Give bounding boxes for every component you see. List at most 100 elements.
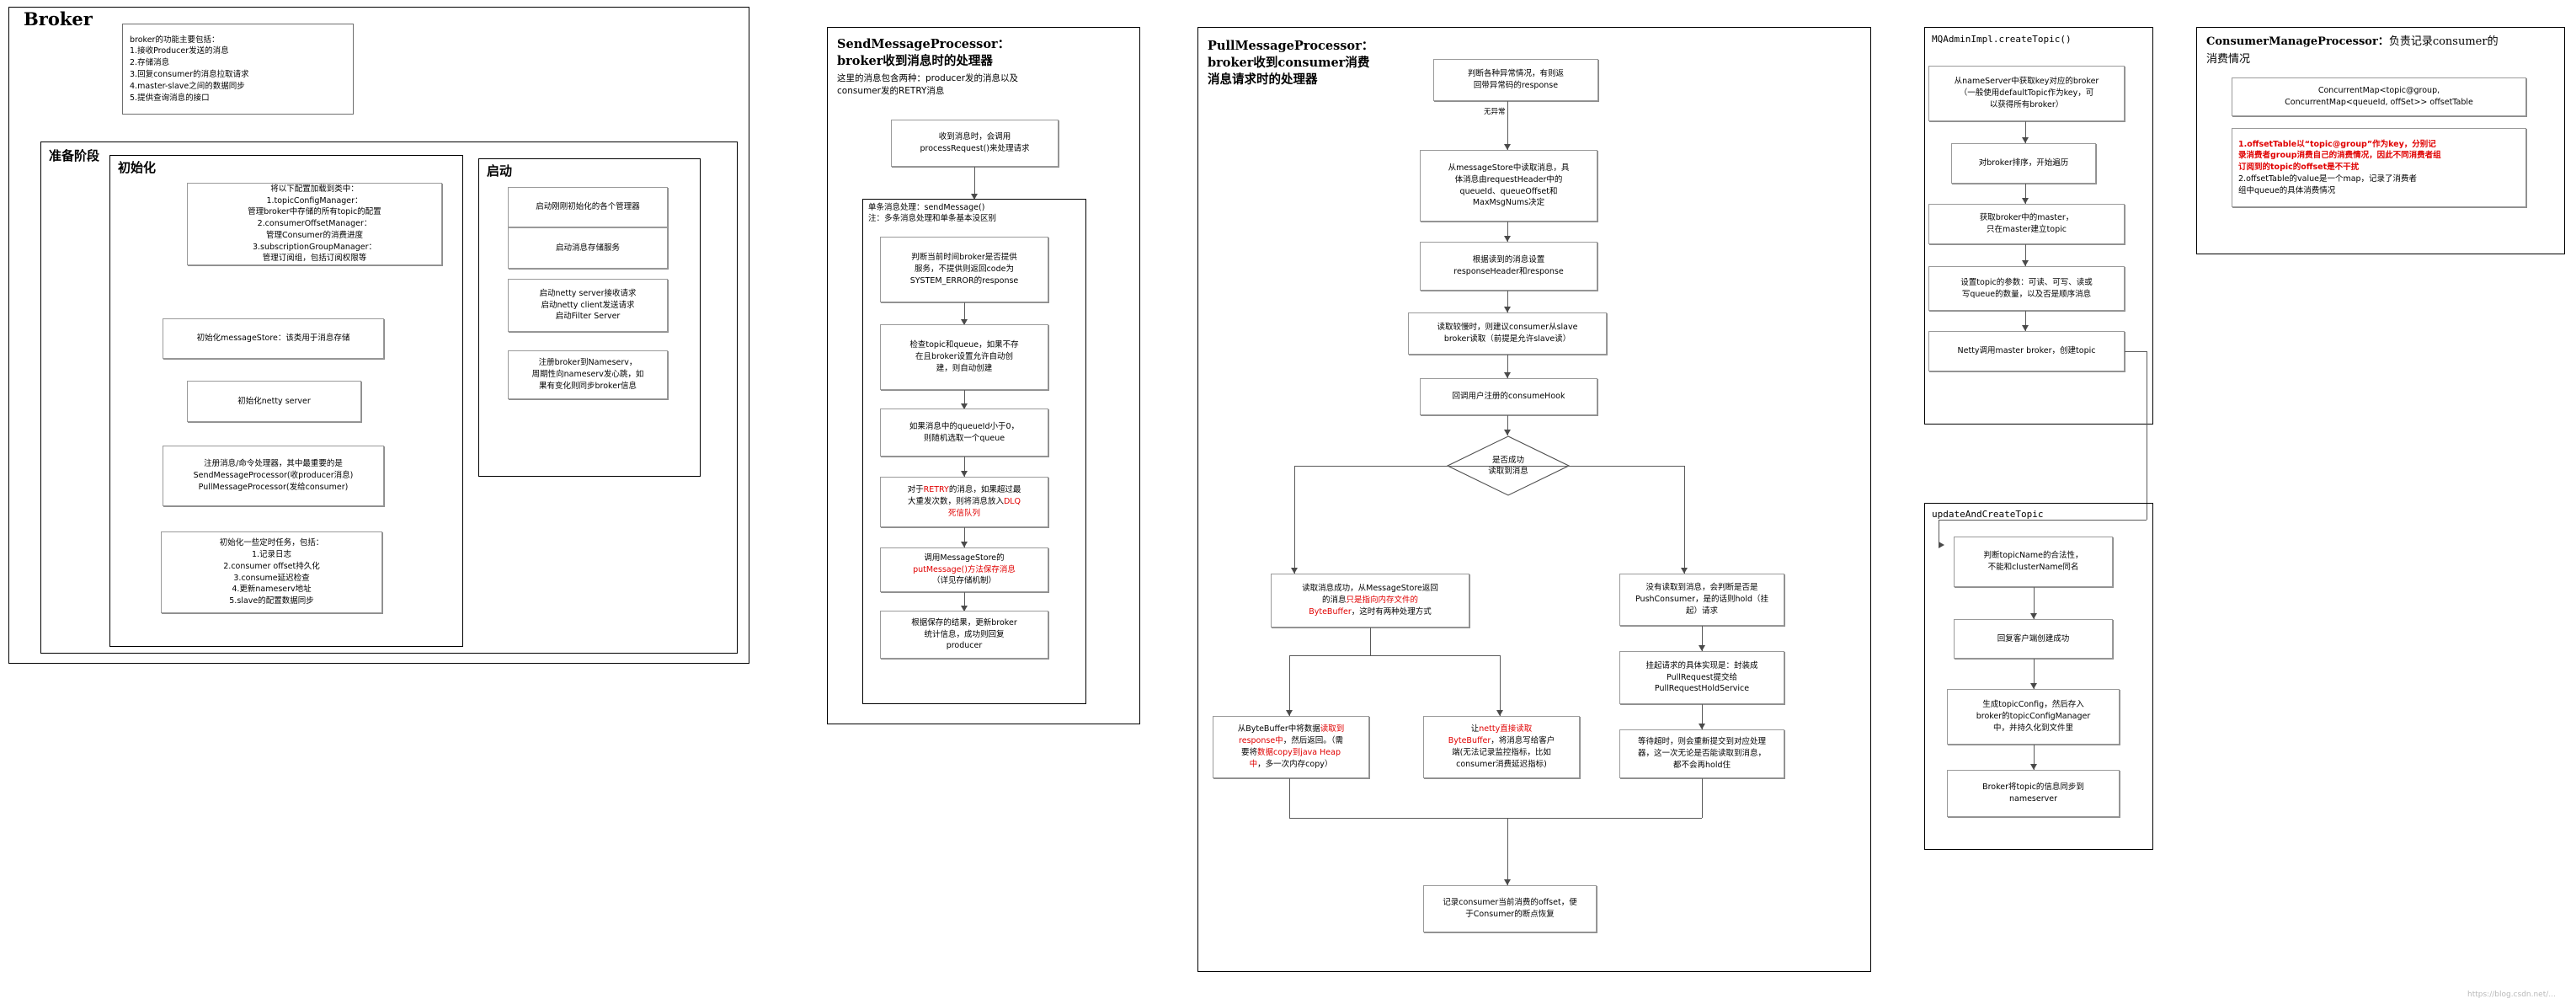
pull-processor-title-3: 消息请求时的处理器 <box>1208 72 1318 87</box>
startup-frame <box>478 158 701 477</box>
send-connector-4 <box>964 527 965 547</box>
init-node-4: 初始化一些定时任务，包括： 1.记录日志 2.consumer offset持久… <box>161 531 382 613</box>
consumer-detail-black-1: 组中queue的具体消费情况 <box>2238 185 2336 195</box>
pull-fail-node-2: 等待超时，则会重新提交到对应处理 器，这一次无论是否能读取到消息， 都不会再ho… <box>1619 729 1784 778</box>
pull-fail-arrow-1 <box>1699 724 1705 729</box>
init-node-0: 将以下配置加载到类中： 1.topicConfigManager： 管理brok… <box>187 183 442 265</box>
pull-connector-1 <box>1507 222 1508 242</box>
update-create-node-1: 回复客户端创建成功 <box>1954 619 2113 659</box>
update-create-conn-2 <box>2034 745 2035 770</box>
send-processor-title-1: SendMessageProcessor： <box>837 37 1011 51</box>
update-create-node-0: 判断topicName的合法性， 不能和clusterName同名 <box>1954 537 2113 587</box>
create-topic-arrow-3 <box>2022 325 2029 331</box>
send-arrow-5 <box>961 606 968 611</box>
pull-chain-4: 回调用户注册的consumeHook <box>1420 378 1597 415</box>
pull-split-right-arrow <box>1681 568 1688 574</box>
create-topic-link-h <box>2125 351 2147 352</box>
pull-split-right-v <box>1684 466 1685 574</box>
create-topic-link-arrow <box>1939 542 1944 548</box>
pull-merge-arrow <box>1504 879 1511 885</box>
init-frame <box>109 155 463 647</box>
consumer-manage-code-node: ConcurrentMap<topic@group, ConcurrentMap… <box>2232 77 2526 116</box>
broker-summary-line-0: broker的功能主要包括： <box>130 35 220 45</box>
broker-summary-box: broker的功能主要包括： 1.接收Producer发送的消息 2.存储消息 … <box>122 24 354 115</box>
pull-chain-1: 从messageStore中读取消息，具 体消息由requestHeader中的… <box>1420 150 1597 222</box>
prepare-stage-label: 准备阶段 <box>49 148 100 163</box>
update-create-arrow-0 <box>2030 613 2037 619</box>
pull-split-left-arrow <box>1291 568 1298 574</box>
pull-success-v <box>1370 628 1371 655</box>
consumer-detail-red-0: 1.offsetTable以“topic@group”作为key，分别记 <box>2238 139 2436 149</box>
update-create-node-3: Broker将topic的信息同步到 nameserver <box>1947 770 2120 817</box>
send-processor-frame <box>827 27 1140 724</box>
send-arrow-0 <box>971 194 978 200</box>
startup-title: 启动 <box>487 163 513 179</box>
send-group-header: 单条消息处理：sendMessage() 注：多条消息处理和单条基本没区别 <box>868 203 997 224</box>
pull-merge-left-v <box>1289 778 1290 818</box>
pull-connector-4 <box>1507 415 1508 435</box>
send-arrow-3 <box>961 471 968 477</box>
consumer-detail-red-2: 订阅到的topic的offset是不干扰 <box>2238 163 2360 173</box>
send-connector-5 <box>964 592 965 611</box>
pull-merge-down-v <box>1507 818 1508 885</box>
startup-node-0: 启动刚刚初始化的各个管理器 <box>508 187 668 227</box>
startup-node-3: 注册broker到Nameserv， 周期性向nameserv发心跳，如 果有变… <box>508 350 668 399</box>
consumer-detail-black-0: 2.offsetTable的value是一个map，记录了消费者 <box>2238 174 2418 184</box>
create-topic-arrow-2 <box>2022 260 2029 266</box>
init-node-3: 注册消息/命令处理器，其中最重要的是 SendMessageProcessor(… <box>163 446 384 506</box>
pull-success-left-arrow <box>1286 710 1293 716</box>
create-topic-node-2: 获取broker中的master， 只在master建立topic <box>1928 204 2125 244</box>
broker-summary-line-1: 1.接收Producer发送的消息 <box>130 46 229 56</box>
consumer-manage-title-prefix: ConsumerManageProcessor： <box>2206 35 2389 48</box>
startup-node-1: 启动消息存储服务 <box>508 227 668 269</box>
pull-arrow-4 <box>1504 430 1511 435</box>
update-create-arrow-1 <box>2030 683 2037 689</box>
pull-connector-0 <box>1507 101 1508 150</box>
broker-summary-line-5: 5.提供查询消息的接口 <box>130 93 210 103</box>
create-topic-node-0: 从nameServer中获取key对应的broker （一般使用defaultT… <box>1928 66 2125 121</box>
create-topic-conn-3 <box>2025 311 2026 331</box>
send-arrow-2 <box>961 403 968 409</box>
send-step-2: 如果消息中的queueId小于0， 则随机选取一个queue <box>880 409 1048 457</box>
send-arrow-4 <box>961 542 968 547</box>
update-create-arrow-2 <box>2030 764 2037 770</box>
watermark: https://blog.csdn.net/... <box>2467 991 2556 999</box>
init-node-1: 初始化messageStore：该类用于消息存储 <box>163 318 384 359</box>
create-topic-frame <box>1924 27 2153 425</box>
pull-arrow-1 <box>1504 236 1511 242</box>
update-create-node-2: 生成topicConfig，然后存入 broker的topicConfigMan… <box>1947 689 2120 745</box>
pull-fail-node-0: 没有读取到消息，会判断是否是 PushConsumer，是的话则hold（挂 起… <box>1619 574 1784 626</box>
pull-arrow-2 <box>1504 307 1511 312</box>
startup-node-2: 启动netty server接收请求 启动netty client发送请求 启动… <box>508 279 668 332</box>
pull-processor-title-1: PullMessageProcessor： <box>1208 39 1374 53</box>
send-processor-title-2: broker收到消息时的处理器 <box>837 54 993 68</box>
create-topic-arrow-1 <box>2022 198 2029 204</box>
pull-fail-connector-0 <box>1702 626 1703 651</box>
init-node-2: 初始化netty server <box>187 381 361 422</box>
broker-summary-line-3: 3.回复consumer的消息拉取请求 <box>130 70 249 79</box>
create-topic-conn-1 <box>2025 184 2026 204</box>
broker-summary-line-4: 4.master-slave之间的数据同步 <box>130 81 245 91</box>
pull-split-line <box>1294 466 1684 467</box>
create-topic-title: MQAdminImpl.createTopic() <box>1932 34 2072 45</box>
consumer-manage-title-line2: 消费情况 <box>2206 53 2251 66</box>
send-connector-2 <box>964 390 965 409</box>
pull-success-right-v <box>1500 655 1501 716</box>
pull-edge-label-no-exception: 无异常 <box>1482 106 1507 116</box>
send-entry-node: 收到消息时，会调用 processRequest()来处理请求 <box>891 120 1059 167</box>
send-processor-subtitle: 这里的消息包含两种：producer发的消息以及 consumer发的RETRY… <box>837 73 1019 96</box>
update-create-conn-0 <box>2034 587 2035 619</box>
pull-arrow-3 <box>1504 372 1511 378</box>
send-connector-1 <box>964 302 965 324</box>
create-topic-node-1: 对broker排序，开始遍历 <box>1951 143 2096 184</box>
pull-arrow-0 <box>1504 144 1511 150</box>
pull-processor-frame <box>1197 27 1871 972</box>
create-topic-conn-2 <box>2025 244 2026 266</box>
create-topic-conn-0 <box>2025 121 2026 143</box>
pull-fail-connector-1 <box>1702 704 1703 729</box>
create-topic-link-h2 <box>1939 520 2147 521</box>
